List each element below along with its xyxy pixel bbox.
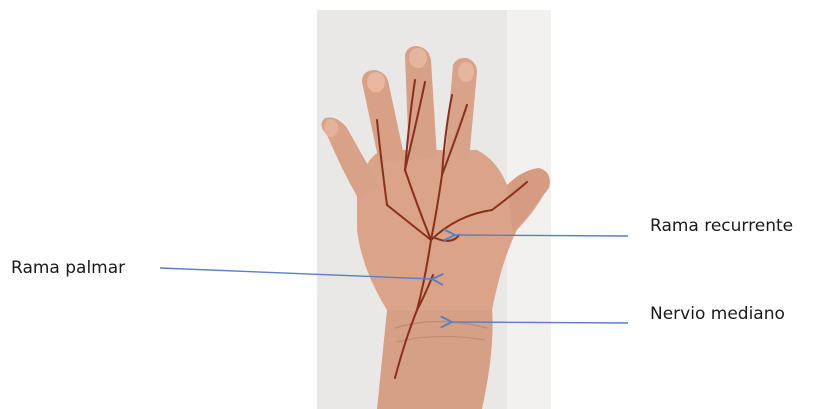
hand-photo <box>317 10 551 409</box>
hand-illustration <box>317 10 551 409</box>
label-rama-palmar: Rama palmar <box>11 258 125 278</box>
label-rama-recurrente: Rama recurrente <box>650 216 793 236</box>
label-nervio-mediano: Nervio mediano <box>650 304 785 324</box>
